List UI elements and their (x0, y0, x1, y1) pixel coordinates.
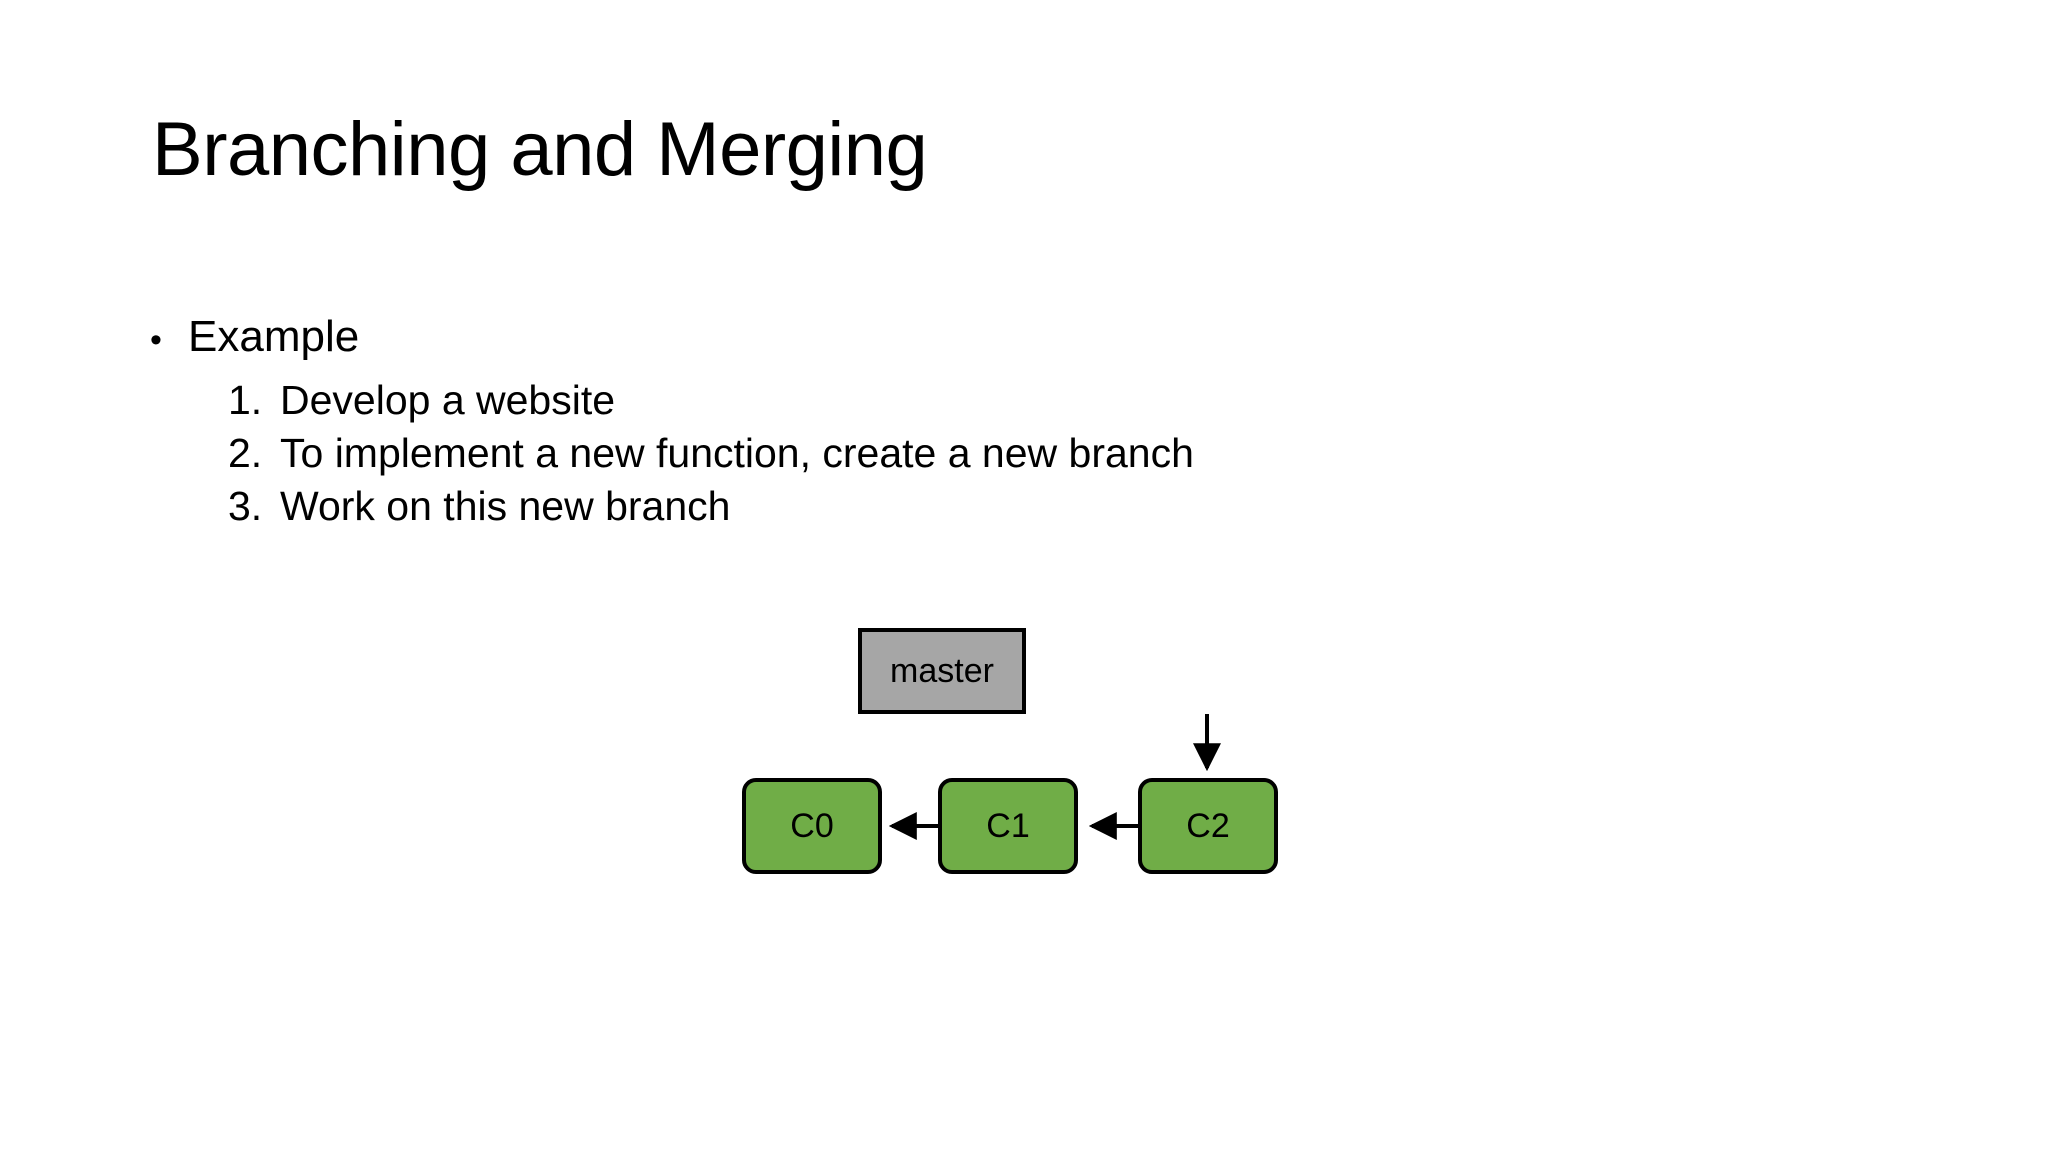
branch-label-master[interactable]: master (858, 628, 1026, 714)
commit-graph-diagram: master C0 C1 C2 (700, 600, 1340, 900)
commit-node-label: C1 (986, 807, 1030, 845)
commit-node-c2[interactable]: C2 (1138, 778, 1278, 874)
list-item-number: 3. (228, 483, 263, 530)
bullet-label: Example (188, 312, 360, 361)
list-item: 2. To implement a new function, create a… (150, 427, 1850, 480)
branch-label-text: master (890, 652, 994, 690)
list-item-number: 1. (228, 376, 263, 423)
list-item-label: Develop a website (280, 376, 616, 423)
commit-node-label: C2 (1186, 807, 1230, 845)
list-item-number: 2. (228, 429, 263, 476)
commit-node-c0[interactable]: C0 (742, 778, 882, 874)
page-title: Branching and Merging (152, 107, 928, 192)
list-item: 1. Develop a website (150, 374, 1850, 427)
list-item: 3. Work on this new branch (150, 480, 1850, 533)
bullet-marker-icon: • (150, 321, 162, 359)
list-item: • Example (150, 310, 1850, 364)
list-item-label: Work on this new branch (280, 483, 731, 530)
list-item-label: To implement a new function, create a ne… (280, 429, 1194, 476)
commit-node-c1[interactable]: C1 (938, 778, 1078, 874)
commit-node-label: C0 (790, 807, 834, 845)
numbered-list: 1. Develop a website 2. To implement a n… (150, 374, 1850, 534)
body-content: • Example 1. Develop a website 2. To imp… (150, 310, 1850, 534)
